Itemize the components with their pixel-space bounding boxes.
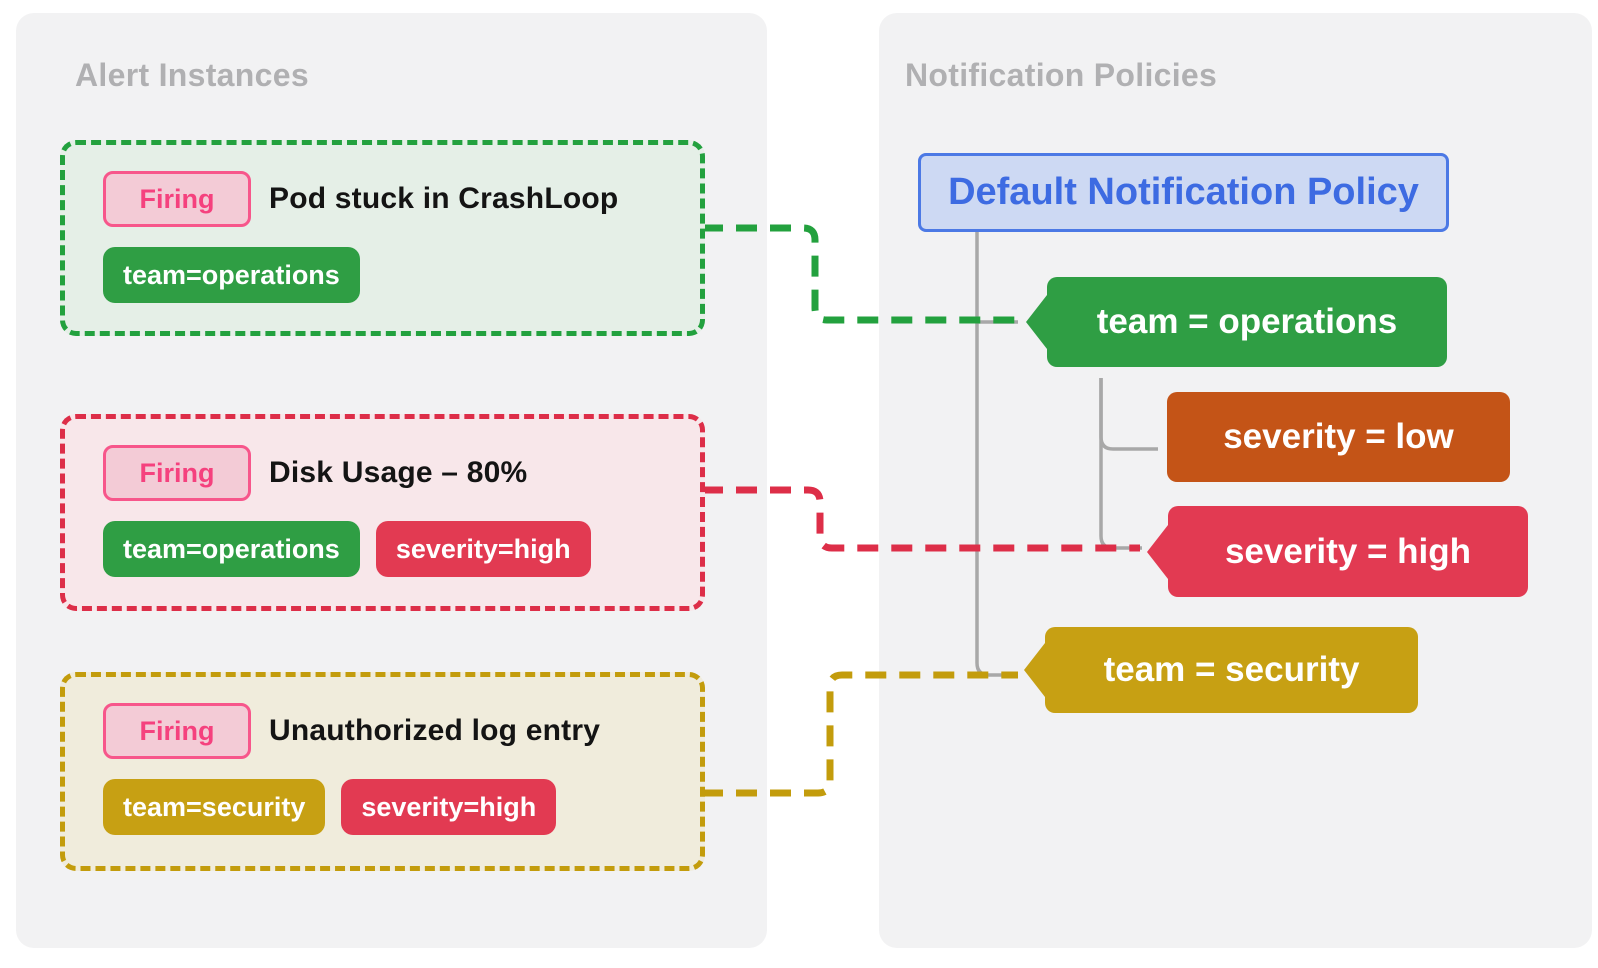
- firing-badge: Firing: [103, 171, 251, 227]
- policy-node-team-operations: team = operations: [1047, 277, 1447, 367]
- firing-badge: Firing: [103, 445, 251, 501]
- alert-card-disk-usage: Firing Disk Usage – 80% team=operations …: [60, 414, 705, 611]
- label-team-operations: team=operations: [103, 521, 360, 577]
- alert-title: Unauthorized log entry: [269, 714, 601, 747]
- alert-label-row: team=operations severity=high: [103, 521, 591, 577]
- alert-label-row: team=operations: [103, 247, 360, 303]
- policy-node-label: severity = high: [1224, 531, 1472, 571]
- policy-node-label: team = security: [1103, 650, 1360, 689]
- alert-card-unauthorized-log: Firing Unauthorized log entry team=secur…: [60, 672, 705, 871]
- policy-node-severity-low: severity = low: [1167, 392, 1510, 482]
- alert-label-row: team=security severity=high: [103, 779, 557, 835]
- policy-node-team-security: team = security: [1045, 627, 1418, 713]
- policy-node-severity-high: severity = high: [1168, 506, 1528, 597]
- alert-card-pod-crashloop: Firing Pod stuck in CrashLoop team=opera…: [60, 140, 705, 336]
- alert-title: Pod stuck in CrashLoop: [269, 182, 619, 215]
- label-team-security: team=security: [103, 779, 326, 835]
- notification-policies-title: Notification Policies: [905, 57, 1218, 93]
- label-severity-high: severity=high: [341, 779, 557, 835]
- policy-node-label: severity = low: [1223, 417, 1454, 456]
- policy-node-label: team = operations: [1096, 302, 1398, 341]
- alert-instances-title: Alert Instances: [75, 57, 309, 93]
- firing-badge: Firing: [103, 703, 251, 759]
- default-notification-policy-node: Default Notification Policy: [918, 153, 1449, 232]
- alert-title: Disk Usage – 80%: [269, 456, 528, 489]
- label-team-operations: team=operations: [103, 247, 360, 303]
- label-severity-high: severity=high: [375, 521, 591, 577]
